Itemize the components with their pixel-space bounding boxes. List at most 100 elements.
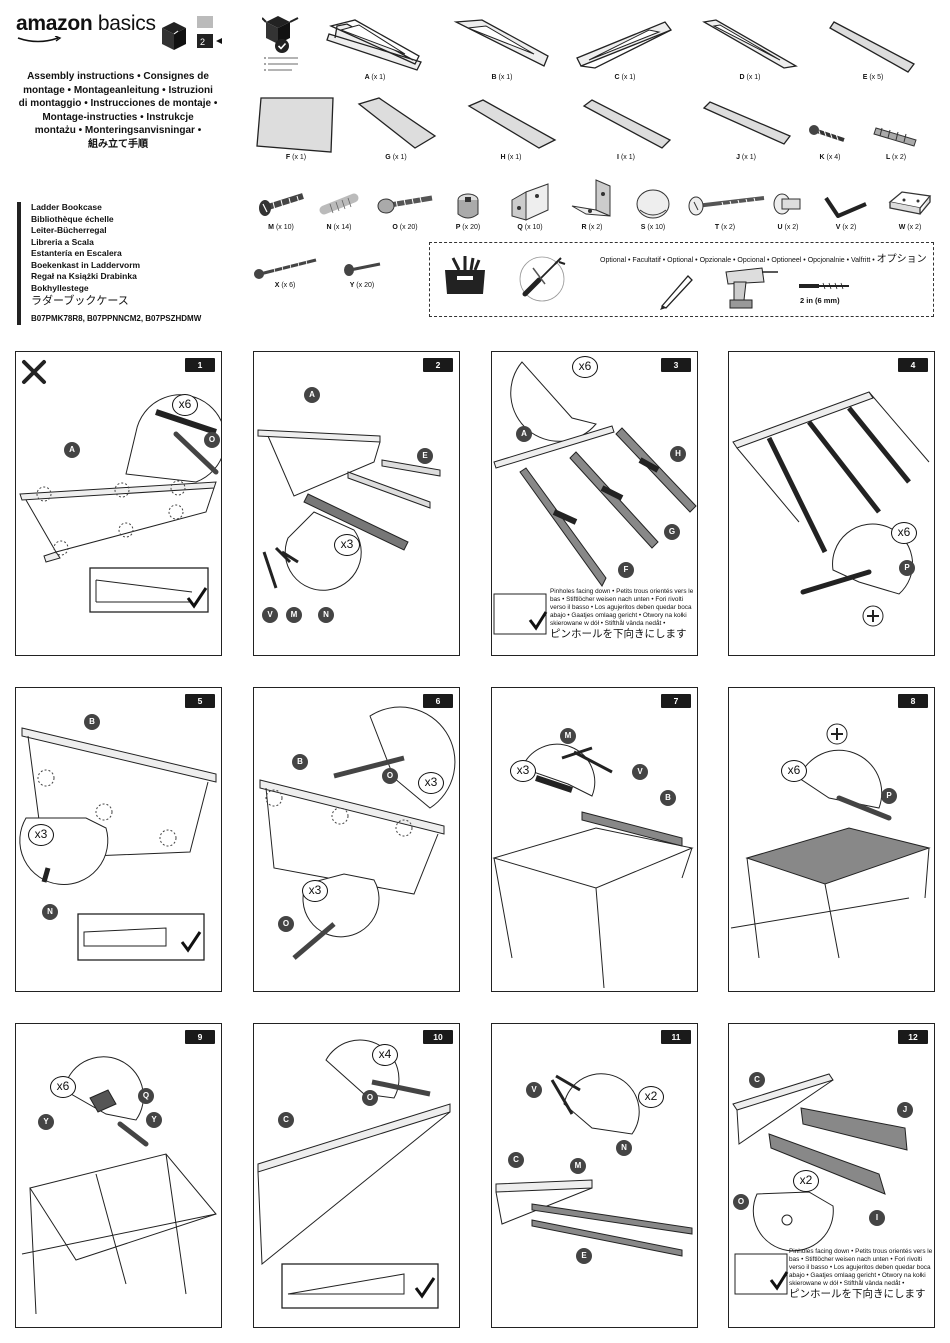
callout-Y: Y xyxy=(38,1114,54,1130)
product-name: Boekenkast in Laddervorm xyxy=(31,259,141,270)
part-U: U (x 2) xyxy=(768,186,808,231)
drill-icon xyxy=(725,267,778,309)
drill-bit-size: 2 in (6 mm) xyxy=(800,296,840,305)
step-number: 11 xyxy=(661,1030,691,1044)
part-qty: (x 10) xyxy=(275,224,294,231)
pinhole-note-text: Pinholes facing down • Petits trous orie… xyxy=(550,588,694,627)
pencil-icon xyxy=(660,275,693,310)
qty-badge: x2 xyxy=(793,1170,819,1192)
part-id: E xyxy=(862,74,868,81)
part-qty: (x 14) xyxy=(333,224,352,231)
qty-badge: x2 xyxy=(638,1086,664,1108)
part-R: R (x 2) xyxy=(566,176,618,231)
qty-badge: x6 xyxy=(50,1076,76,1098)
step-11-panel: 11 V C M N E x2 xyxy=(491,1023,698,1328)
callout-I: I xyxy=(869,1210,885,1226)
screwdriver-pliers-icon xyxy=(519,256,566,302)
callout-C: C xyxy=(508,1152,524,1168)
callout-B: B xyxy=(84,714,100,730)
part-id: R xyxy=(581,224,587,231)
callout-Q: Q xyxy=(138,1088,154,1104)
step-11-illustration xyxy=(495,1073,693,1257)
part-O: O (x 20) xyxy=(374,186,436,231)
step-7-illustration xyxy=(492,743,694,989)
step-4-illustration xyxy=(732,391,930,627)
tools-box xyxy=(429,242,934,317)
part-T: T (x 2) xyxy=(682,186,768,231)
step-6-panel: 6 B O O x3 x3 xyxy=(253,687,460,992)
qty-badge: x3 xyxy=(28,824,54,846)
part-D: D (x 1) xyxy=(700,16,800,81)
part-C: C (x 1) xyxy=(575,16,675,81)
part-id: O xyxy=(392,224,398,231)
step-9-illustration xyxy=(21,1056,217,1315)
step-8-panel: 8 P x6 xyxy=(728,687,935,992)
step-3-illustration xyxy=(493,361,697,635)
pinhole-note-ja: ピンホールを下向きにします xyxy=(550,628,687,640)
part-id: V xyxy=(835,224,841,231)
step-5-panel: 5 B N x3 xyxy=(15,687,222,992)
step-7-panel: 7 M V B x3 xyxy=(491,687,698,992)
step-number: 2 xyxy=(423,358,453,372)
callout-E: E xyxy=(576,1248,592,1264)
pinhole-note: Pinholes facing down • Petits trous orie… xyxy=(789,1248,933,1300)
part-B: B (x 1) xyxy=(452,16,552,81)
callout-E: E xyxy=(417,448,433,464)
part-X: X (x 6) xyxy=(250,254,320,289)
part-qty: (x 2) xyxy=(907,224,922,231)
part-qty: (x 1) xyxy=(621,74,636,81)
callout-N: N xyxy=(42,904,58,920)
part-qty: (x 1) xyxy=(292,154,307,161)
part-id: X xyxy=(274,282,280,289)
callout-N: N xyxy=(616,1140,632,1156)
part-P: P (x 20) xyxy=(448,186,488,231)
part-N: N (x 14) xyxy=(318,186,360,231)
product-name: Bibliothèque échelle xyxy=(31,213,114,224)
qty-badge: x6 xyxy=(172,394,198,416)
step-9-panel: 9 Q Y Y x6 xyxy=(15,1023,222,1328)
callout-M: M xyxy=(560,728,576,744)
part-qty: (x 1) xyxy=(498,74,513,81)
step-2-panel: 2 A E V M N x3 xyxy=(253,351,460,656)
part-Q: Q (x 10) xyxy=(504,176,556,231)
step-number: 5 xyxy=(185,694,215,708)
part-G: G (x 1) xyxy=(355,96,437,161)
callout-V: V xyxy=(262,607,278,623)
product-codes: B07PMK78R8, B07PPNNCM2, B07PSZHDMW xyxy=(31,314,202,323)
callout-O: O xyxy=(733,1194,749,1210)
step-1-illustration xyxy=(19,360,221,613)
part-Y: Y (x 20) xyxy=(340,254,384,289)
title-line: di montaggio • Instrucciones de montaje … xyxy=(18,98,218,109)
step-number: 4 xyxy=(898,358,928,372)
callout-V: V xyxy=(632,764,648,780)
part-id: S xyxy=(640,224,646,231)
part-id: H xyxy=(500,154,506,161)
part-J: J (x 1) xyxy=(700,96,792,161)
part-qty: (x 1) xyxy=(746,74,761,81)
step-10-panel: 10 C O x4 xyxy=(253,1023,460,1328)
part-qty: (x 4) xyxy=(826,154,841,161)
toolbox-icon xyxy=(445,256,485,294)
product-name: Regał na Książki Drabinka xyxy=(31,271,137,281)
callout-H: H xyxy=(670,446,686,462)
part-id: A xyxy=(364,74,370,81)
part-id: N xyxy=(326,224,332,231)
part-M: M (x 10) xyxy=(255,186,307,231)
optional-text: Optional • Facultatif • Optional • Opzio… xyxy=(600,257,877,264)
callout-C: C xyxy=(278,1112,294,1128)
callout-P: P xyxy=(881,788,897,804)
optional-text-ja: オプション xyxy=(876,254,927,265)
product-name: Estantería en Escalera xyxy=(31,248,122,258)
packaging-info-icon: 2 xyxy=(162,16,222,50)
step-3-panel: 3 A H G F x6 Pinholes facing down • Peti… xyxy=(491,351,698,656)
callout-O: O xyxy=(362,1090,378,1106)
part-id: C xyxy=(614,74,620,81)
callout-V: V xyxy=(526,1082,542,1098)
brand-sub: basics xyxy=(92,12,156,35)
step-1-panel: 1 O A x6 xyxy=(15,351,222,656)
callout-J: J xyxy=(897,1102,913,1118)
part-L: L (x 2) xyxy=(870,118,922,161)
part-id: F xyxy=(285,154,291,161)
callout-O: O xyxy=(204,432,220,448)
callout-A: A xyxy=(516,426,532,442)
